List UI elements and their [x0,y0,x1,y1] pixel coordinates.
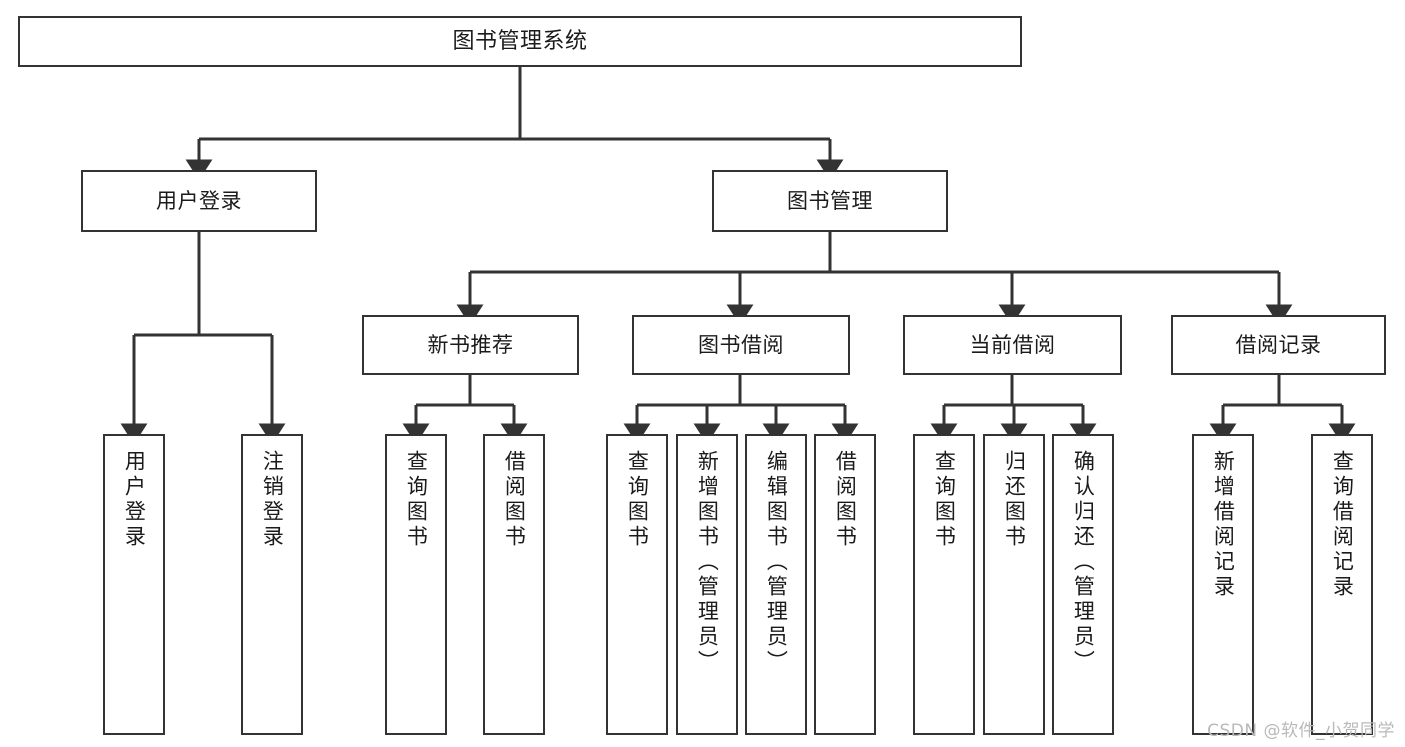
node-leaf-add-borrow-record[interactable]: 新增借阅记录 [1192,434,1254,735]
node-label: 查询图书 [404,450,429,550]
node-leaf-query-books-recommend[interactable]: 查询图书 [385,434,447,735]
node-label: 新增借阅记录 [1211,450,1236,600]
node-label: 新增图书（管理员） [695,450,720,675]
node-label: 用户登录 [122,450,147,550]
node-label: 图书借阅 [698,332,784,357]
node-leaf-query-borrow-record[interactable]: 查询借阅记录 [1311,434,1373,735]
node-leaf-logout-login[interactable]: 注销登录 [241,434,303,735]
node-label: 用户登录 [156,188,242,213]
node-label: 查询图书 [932,450,957,550]
node-leaf-borrow-book[interactable]: 借阅图书 [814,434,876,735]
node-label: 归还图书 [1002,450,1027,550]
node-label: 注销登录 [260,450,285,550]
node-label: 查询图书 [625,450,650,550]
node-borrow-record[interactable]: 借阅记录 [1171,315,1386,375]
node-label: 确认归还（管理员） [1071,450,1096,675]
node-label: 编辑图书（管理员） [764,450,789,675]
node-label: 借阅记录 [1235,332,1322,357]
node-new-book-recommend[interactable]: 新书推荐 [362,315,579,375]
node-leaf-confirm-return-admin[interactable]: 确认归还（管理员） [1052,434,1114,735]
node-label: 图书管理系统 [452,28,588,54]
node-label: 当前借阅 [969,332,1056,357]
node-book-borrow[interactable]: 图书借阅 [632,315,850,375]
node-book-management-system[interactable]: 图书管理系统 [18,16,1022,67]
node-current-borrow[interactable]: 当前借阅 [903,315,1122,375]
node-leaf-borrow-books-recommend[interactable]: 借阅图书 [483,434,545,735]
node-leaf-edit-book-admin[interactable]: 编辑图书（管理员） [745,434,807,735]
node-leaf-query-books-current[interactable]: 查询图书 [913,434,975,735]
node-label: 借阅图书 [502,450,527,550]
node-label: 新书推荐 [427,332,514,357]
node-label: 查询借阅记录 [1330,450,1355,600]
node-book-management[interactable]: 图书管理 [712,170,948,232]
node-label: 图书管理 [787,188,873,213]
node-leaf-query-books-borrow[interactable]: 查询图书 [606,434,668,735]
node-user-login[interactable]: 用户登录 [81,170,317,232]
node-leaf-return-book[interactable]: 归还图书 [983,434,1045,735]
node-label: 借阅图书 [833,450,858,550]
node-leaf-add-book-admin[interactable]: 新增图书（管理员） [676,434,738,735]
node-leaf-user-login[interactable]: 用户登录 [103,434,165,735]
